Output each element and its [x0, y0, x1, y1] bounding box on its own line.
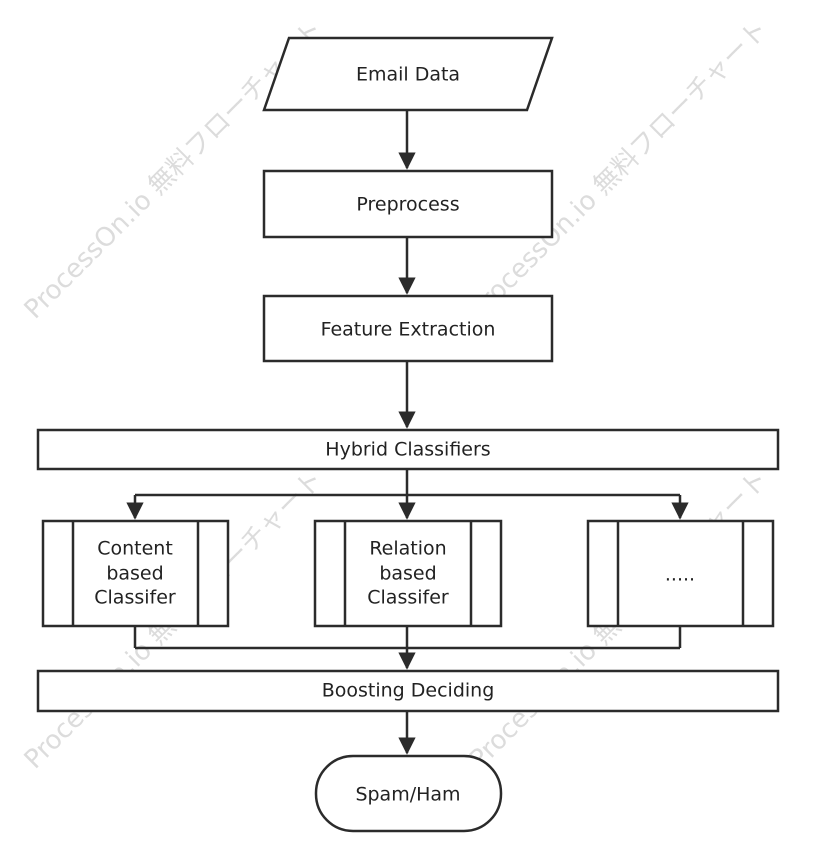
preprocess-label: Preprocess [356, 194, 459, 216]
content-classifier-label-line: Content [97, 538, 173, 560]
email-data-shape [262, 36, 554, 112]
feature-extraction-label: Feature Extraction [321, 319, 496, 341]
node-feature-extraction: Feature Extraction [262, 294, 554, 363]
node-content-classifier: Content based Classifer [41, 519, 230, 628]
boosting-deciding-label: Boosting Deciding [322, 680, 495, 702]
watermark-layer: ProcessOn.io 無料フローチャート ProcessOn.io 無料フロ… [19, 15, 774, 775]
other-classifier-label: ..... [665, 564, 695, 586]
node-email-data: Email Data [262, 36, 554, 112]
relation-classifier-label-line: based [379, 563, 436, 585]
node-spam-ham: Spam/Ham [314, 754, 503, 833]
boosting-deciding-shape [36, 669, 780, 713]
hybrid-classifiers-shape [36, 428, 780, 471]
hybrid-classifiers-label: Hybrid Classifiers [325, 439, 490, 461]
spam-ham-shape [314, 754, 503, 833]
email-data-label: Email Data [356, 64, 460, 86]
preprocess-shape [262, 169, 554, 239]
node-relation-classifier: Relation based Classifer [313, 519, 503, 628]
relation-classifier-label-line: Classifer [367, 587, 449, 609]
node-boosting-deciding: Boosting Deciding [36, 669, 780, 713]
relation-classifier-label-line: Relation [369, 538, 446, 560]
nodes-layer: Email Data Preprocess Feature Extraction… [36, 36, 780, 833]
content-classifier-label-line: Classifer [94, 587, 176, 609]
node-hybrid-classifiers: Hybrid Classifiers [36, 428, 780, 471]
content-classifier-label-line: based [106, 563, 163, 585]
node-other-classifier: ..... [586, 519, 775, 628]
node-preprocess: Preprocess [262, 169, 554, 239]
spam-ham-label: Spam/Ham [355, 784, 460, 806]
edges-layer [126, 110, 689, 755]
feature-extraction-shape [262, 294, 554, 363]
